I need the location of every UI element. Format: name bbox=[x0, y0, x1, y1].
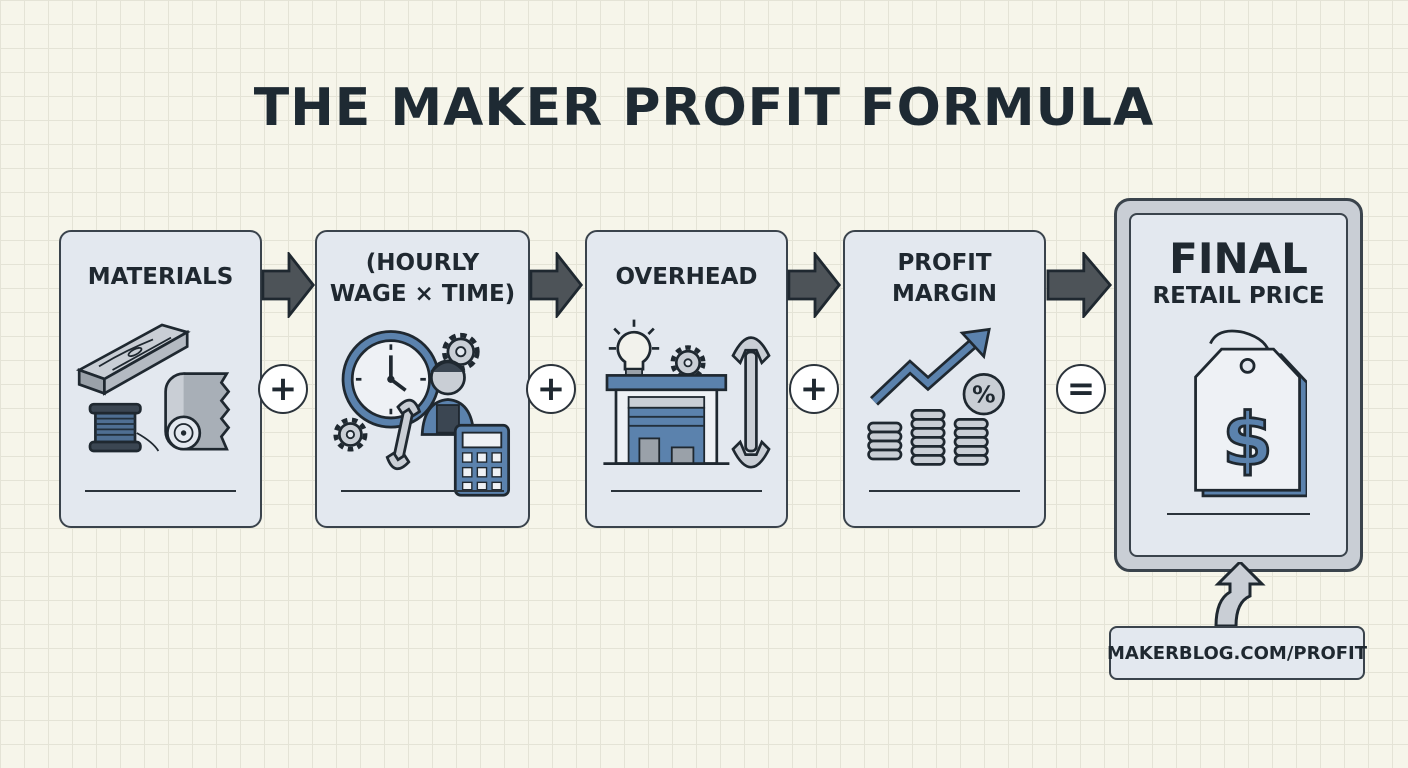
profit-value-line bbox=[869, 490, 1020, 492]
workshop-icon bbox=[603, 319, 771, 469]
profit-label-line-1: PROFIT bbox=[897, 250, 992, 276]
profit-label-line-2: MARGIN bbox=[891, 281, 998, 307]
flow-arrow-2 bbox=[529, 252, 584, 318]
flow-arrow-1 bbox=[261, 252, 316, 318]
retail-price-label: RETAIL PRICE bbox=[1152, 283, 1325, 309]
overhead-value-line bbox=[611, 490, 762, 492]
final-price-value-line bbox=[1167, 513, 1310, 515]
final-retail-price-panel: FINAL RETAIL PRICE $ bbox=[1129, 213, 1348, 557]
price-tag-icon: $ bbox=[1194, 329, 1307, 498]
labor-icon bbox=[333, 330, 511, 497]
labor-card: (HOURLY WAGE × TIME) bbox=[315, 230, 530, 528]
source-url-label[interactable]: MAKERBLOG.COM/PROFIT bbox=[1107, 626, 1367, 680]
profit-margin-card: PROFIT MARGIN % bbox=[843, 230, 1046, 528]
plus-operator-3: + bbox=[789, 364, 839, 414]
overhead-label: OVERHEAD bbox=[615, 264, 758, 290]
equals-operator: = bbox=[1056, 364, 1106, 414]
materials-label: MATERIALS bbox=[87, 264, 234, 290]
materials-icon bbox=[75, 323, 231, 453]
growth-icon: % bbox=[867, 327, 1005, 466]
materials-card: MATERIALS bbox=[59, 230, 262, 528]
final-label: FINAL bbox=[1169, 234, 1308, 283]
dollar-sign: $ bbox=[1222, 398, 1272, 482]
labor-label-line-1: (HOURLY bbox=[365, 250, 480, 276]
svg-text:%: % bbox=[972, 380, 995, 408]
source-arrow-icon bbox=[1214, 562, 1266, 626]
plus-operator-2: + bbox=[526, 364, 576, 414]
flow-arrow-3 bbox=[787, 252, 842, 318]
final-retail-price-card: FINAL RETAIL PRICE $ bbox=[1114, 198, 1363, 572]
labor-value-line bbox=[341, 490, 504, 492]
labor-label-line-2: WAGE × TIME) bbox=[329, 281, 516, 307]
flow-arrow-4 bbox=[1046, 252, 1113, 318]
plus-operator-1: + bbox=[258, 364, 308, 414]
overhead-card: OVERHEAD bbox=[585, 230, 788, 528]
materials-value-line bbox=[85, 490, 236, 492]
page-title: THE MAKER PROFIT FORMULA bbox=[253, 78, 1155, 138]
